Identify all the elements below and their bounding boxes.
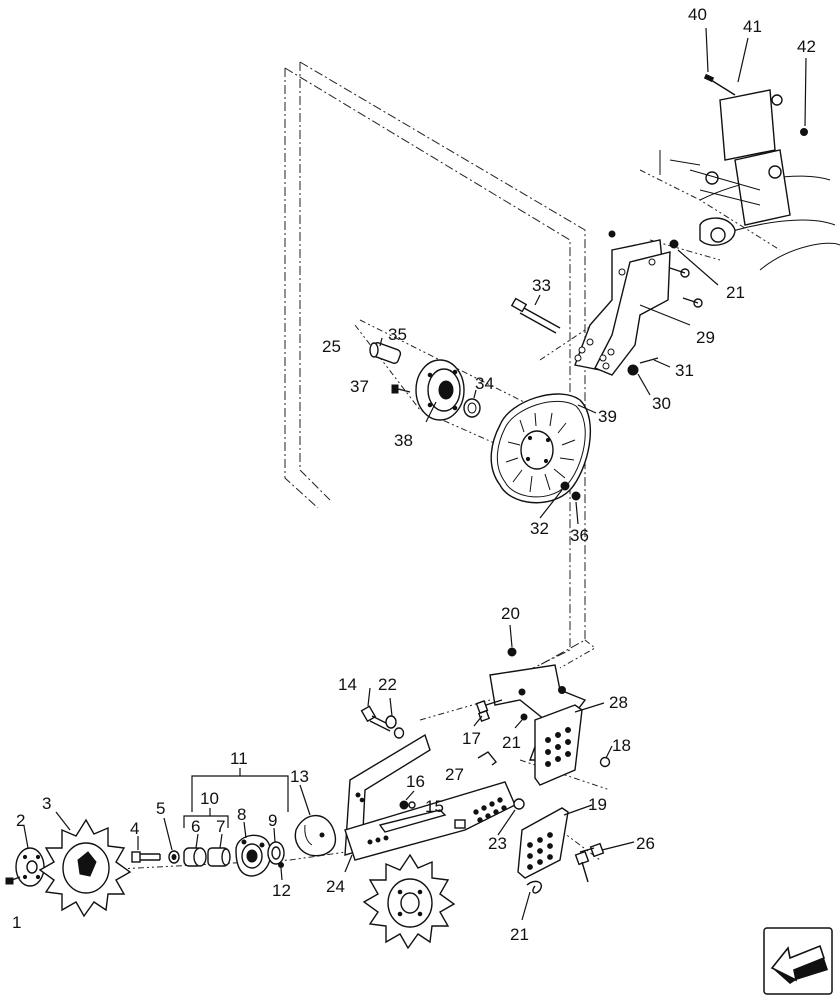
bolt-4 xyxy=(131,851,161,863)
nut-16-15 xyxy=(399,800,416,810)
bushing-35 xyxy=(463,398,481,418)
nut-24 xyxy=(513,798,525,810)
washer-5 xyxy=(168,850,180,864)
callout-39: 38 xyxy=(394,431,413,450)
callout-26: 25 xyxy=(322,337,341,356)
callout-35: 34 xyxy=(475,374,494,393)
callout-25: 24 xyxy=(326,877,345,896)
callout-1: 1 xyxy=(12,913,21,932)
callout-12: 12 xyxy=(272,881,291,900)
callout-43: 42 xyxy=(797,37,816,56)
fitting-12 xyxy=(278,862,284,868)
callout-37: 36 xyxy=(570,526,589,545)
callout-10: 10 xyxy=(200,789,219,808)
bracket-29-holes xyxy=(545,727,571,767)
pin-36 xyxy=(369,342,402,364)
callout-28: 27 xyxy=(445,765,464,784)
callout-23: 22 xyxy=(378,675,397,694)
callout-22: 21 xyxy=(510,925,529,944)
callout-14: 14 xyxy=(338,675,357,694)
callout-4: 4 xyxy=(130,819,139,838)
arm-25 xyxy=(344,733,516,861)
gauge-wheel-40 xyxy=(490,393,592,504)
callout-33: 32 xyxy=(530,519,549,538)
callout-24: 23 xyxy=(488,834,507,853)
callout-36: 35 xyxy=(388,325,407,344)
bolt-38 xyxy=(391,384,411,394)
callout-7: 7 xyxy=(216,817,225,836)
callout-2: 2 xyxy=(16,811,25,830)
callout-5: 5 xyxy=(156,799,165,818)
callout-15: 15 xyxy=(425,797,444,816)
nut-33 xyxy=(560,481,570,491)
mount-bolts-21 xyxy=(608,230,703,308)
seal-9 xyxy=(267,841,285,865)
callout-29: 28 xyxy=(609,693,628,712)
callout-38: 37 xyxy=(350,377,369,396)
arm-25-holes xyxy=(473,797,507,823)
bearing-6 xyxy=(183,847,207,867)
hub-8 xyxy=(235,834,272,877)
callout-34: 33 xyxy=(532,276,551,295)
spacer-7 xyxy=(207,847,231,867)
frame-mount-assembly xyxy=(659,89,840,271)
callout-20: 20 xyxy=(501,604,520,623)
leader-lines xyxy=(23,27,807,921)
hub-plate-2 xyxy=(15,847,45,887)
callout-11: 11 xyxy=(230,749,248,768)
callout-19: 19 xyxy=(588,795,607,814)
callout-21-upper: 21 xyxy=(726,283,745,302)
spiked-wheel-3 xyxy=(38,818,132,918)
hub-39 xyxy=(415,359,465,421)
callout-18: 18 xyxy=(612,736,631,755)
group-bracket-10 xyxy=(183,808,229,828)
bolts-27 xyxy=(574,842,605,883)
previous-page-arrow-icon[interactable] xyxy=(763,927,833,995)
nut-20 xyxy=(507,647,517,657)
callout-8: 8 xyxy=(237,805,246,824)
callout-32: 31 xyxy=(675,361,694,380)
pin-28 xyxy=(477,751,497,766)
callout-labels: 40 41 42 21 29 31 30 33 25 35 37 34 38 3… xyxy=(12,5,816,944)
washer-23 xyxy=(385,715,405,739)
nut-43 xyxy=(800,128,808,136)
callout-13: 13 xyxy=(290,767,309,786)
callout-31: 30 xyxy=(652,394,671,413)
nut-18 xyxy=(599,756,611,768)
bolt-1 xyxy=(5,876,21,885)
plate-19 xyxy=(517,807,569,879)
callout-27: 26 xyxy=(636,834,655,853)
callout-40: 39 xyxy=(598,407,617,426)
assembly-guide-lines xyxy=(99,61,781,871)
callout-3: 3 xyxy=(42,794,51,813)
cap-13 xyxy=(294,814,337,857)
callout-16: 16 xyxy=(406,772,425,791)
callout-17: 17 xyxy=(462,729,481,748)
callout-21-lower: 21 xyxy=(502,733,521,752)
spiked-closing-wheel xyxy=(362,853,456,950)
bolt-34 xyxy=(510,297,561,334)
bracket-30 xyxy=(574,239,671,376)
group-bracket-11 xyxy=(191,768,289,812)
pin-32-nut-31 xyxy=(627,357,659,376)
callout-42: 41 xyxy=(743,17,762,36)
bolt-41 xyxy=(703,73,736,96)
callout-9: 9 xyxy=(268,811,277,830)
callout-6: 6 xyxy=(191,817,200,836)
nut-37 xyxy=(571,491,581,501)
bracket-29 xyxy=(489,664,587,786)
clip-22 xyxy=(526,880,542,894)
plate-19-holes xyxy=(527,832,553,870)
callout-30: 29 xyxy=(696,328,715,347)
callout-41: 40 xyxy=(688,5,707,24)
